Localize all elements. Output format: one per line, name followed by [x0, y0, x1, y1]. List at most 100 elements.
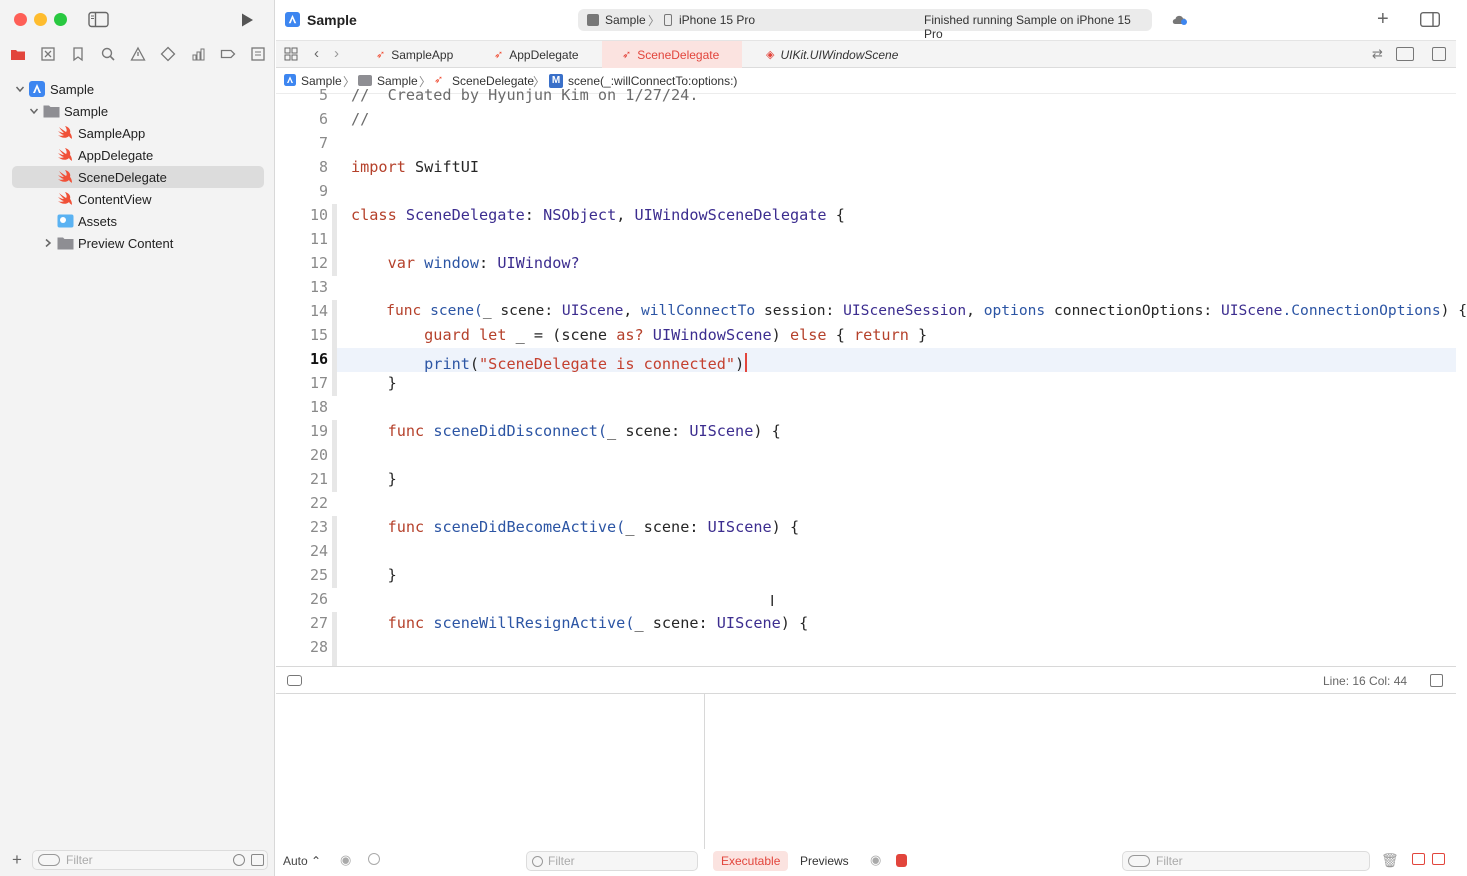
keyword: return: [854, 326, 909, 344]
info-icon[interactable]: [368, 853, 380, 865]
filter-icon: [532, 855, 543, 867]
chevron-right-icon: 〉: [533, 75, 546, 89]
code-fold-ribbon[interactable]: [332, 420, 337, 492]
line-number: 13: [309, 278, 328, 296]
code-fold-ribbon[interactable]: [332, 516, 337, 588]
breadcrumb-item[interactable]: scene(_:willConnectTo:options:): [568, 74, 738, 88]
report-navigator-icon[interactable]: [250, 46, 266, 62]
close-window-button[interactable]: [14, 13, 27, 26]
keyword: let: [479, 326, 507, 344]
add-icon[interactable]: +: [1377, 8, 1389, 30]
code-text-segment: ,: [623, 302, 641, 319]
source-control-navigator-icon[interactable]: [40, 46, 56, 62]
tab-uiwindowscene[interactable]: ◈ UIKit.UIWindowScene: [758, 41, 918, 68]
debug-area: [276, 694, 1456, 876]
eye-icon[interactable]: ◉: [870, 852, 882, 867]
line-number: 8: [318, 158, 328, 176]
debug-area-divider[interactable]: [704, 694, 705, 849]
split-left-icon[interactable]: [1412, 853, 1425, 865]
tree-item-file[interactable]: ContentView: [0, 188, 275, 210]
tab-scenedelegate[interactable]: ➶ SceneDelegate: [602, 41, 742, 68]
console-output-icon[interactable]: [896, 854, 907, 867]
chevron-right-icon: 〉: [419, 75, 432, 89]
breadcrumb-item[interactable]: Sample: [301, 74, 342, 88]
recent-files-icon[interactable]: [233, 854, 245, 866]
debug-area-toggle-icon[interactable]: [287, 675, 302, 686]
eye-icon[interactable]: ◉: [340, 852, 352, 867]
function-name: sceneDidBecomeActive(: [433, 518, 626, 536]
executable-tab[interactable]: Executable: [713, 851, 789, 871]
related-items-icon[interactable]: ⇄: [1372, 46, 1383, 61]
console-filter-field[interactable]: Filter: [1122, 851, 1370, 871]
project-navigator-icon[interactable]: [10, 46, 26, 62]
chevron-right-icon[interactable]: [43, 238, 53, 248]
text-cursor: [745, 353, 748, 372]
swift-file-icon: [57, 192, 74, 206]
tree-item-assets[interactable]: Assets: [0, 210, 275, 232]
tree-item-file[interactable]: SampleApp: [0, 122, 275, 144]
editor-tab-bar: ‹ › ➶ SampleApp ➶ AppDelegate ➶ SceneDel…: [276, 40, 1456, 68]
keyword: func: [387, 518, 425, 536]
punct: (: [469, 355, 480, 373]
forward-icon[interactable]: ›: [334, 45, 339, 62]
navigator-filter-field[interactable]: Filter: [32, 850, 268, 870]
xcode-project-icon: [285, 12, 300, 27]
chevron-down-icon[interactable]: [29, 106, 39, 116]
code-line-14: func scene(_ scene: UIScene, willConnect…: [351, 302, 1467, 319]
code-fold-ribbon[interactable]: [332, 612, 337, 672]
zoom-window-button[interactable]: [54, 13, 67, 26]
breadcrumb-item[interactable]: SceneDelegate: [452, 74, 535, 88]
punct: {: [835, 206, 845, 224]
debug-navigator-icon[interactable]: [190, 46, 206, 62]
run-icon[interactable]: [238, 11, 256, 29]
breadcrumb-item[interactable]: Sample: [377, 74, 418, 88]
back-icon[interactable]: ‹: [314, 45, 319, 62]
breakpoint-navigator-icon[interactable]: [220, 46, 236, 62]
tree-item-file-selected[interactable]: SceneDelegate: [0, 166, 275, 188]
cloud-icon[interactable]: [1171, 12, 1189, 27]
tree-item-project[interactable]: Sample: [0, 78, 275, 100]
grid-icon[interactable]: [284, 47, 298, 61]
tab-sampleapp[interactable]: ➶ SampleApp: [368, 41, 466, 68]
editor-options-icon[interactable]: [1396, 47, 1414, 61]
tree-item-folder[interactable]: Sample: [0, 100, 275, 122]
scm-filter-icon[interactable]: [251, 854, 264, 866]
find-navigator-icon[interactable]: [100, 46, 116, 62]
previews-tab[interactable]: Previews: [800, 854, 849, 868]
issue-navigator-icon[interactable]: [130, 46, 146, 62]
variables-filter-field[interactable]: Filter: [526, 851, 698, 871]
filter-icon: [1128, 855, 1150, 867]
code-line-15: guard let _ = (scene as? UIWindowScene) …: [351, 326, 927, 344]
inspector-toggle-icon[interactable]: [1419, 11, 1441, 28]
keyword: func: [387, 614, 425, 632]
test-navigator-icon[interactable]: [160, 46, 176, 62]
bookmark-navigator-icon[interactable]: [70, 46, 86, 62]
tree-item-folder[interactable]: Preview Content: [0, 232, 275, 254]
activity-status: Finished running Sample on iPhone 15 Pro: [924, 13, 1131, 41]
tab-appdelegate[interactable]: ➶ AppDelegate: [486, 41, 591, 68]
chevron-down-icon[interactable]: [15, 84, 25, 94]
toggle-sidebar-icon[interactable]: [88, 11, 109, 28]
scheme-name[interactable]: Sample: [605, 13, 646, 27]
minimize-window-button[interactable]: [34, 13, 47, 26]
argument-label: willConnectTo: [641, 302, 756, 319]
split-right-icon[interactable]: [1432, 853, 1445, 865]
code-fold-ribbon[interactable]: [332, 300, 337, 396]
string-literal: "SceneDelegate is connected": [479, 355, 736, 373]
run-destination[interactable]: iPhone 15 Pro: [679, 13, 756, 27]
tree-item-label: Sample: [50, 81, 95, 97]
add-icon[interactable]: +: [12, 850, 22, 869]
module-name: SwiftUI: [415, 158, 480, 176]
trash-icon[interactable]: 🗑: [1381, 852, 1399, 868]
split-editor-icon[interactable]: [1432, 47, 1446, 61]
code-line-25: }: [351, 566, 397, 584]
line-number: 26: [309, 590, 328, 608]
panel-toggle-icon[interactable]: [1430, 674, 1443, 687]
variables-scope-select[interactable]: Auto ⌃: [283, 854, 322, 868]
code-text[interactable]: // Created by Hyunjun Kim on 1/27/24. //…: [351, 86, 1467, 632]
tree-item-file[interactable]: AppDelegate: [0, 144, 275, 166]
code-fold-ribbon[interactable]: [332, 204, 337, 276]
scheme-status-bar[interactable]: Sample 〉 iPhone 15 Pro Finished running …: [578, 9, 1152, 41]
